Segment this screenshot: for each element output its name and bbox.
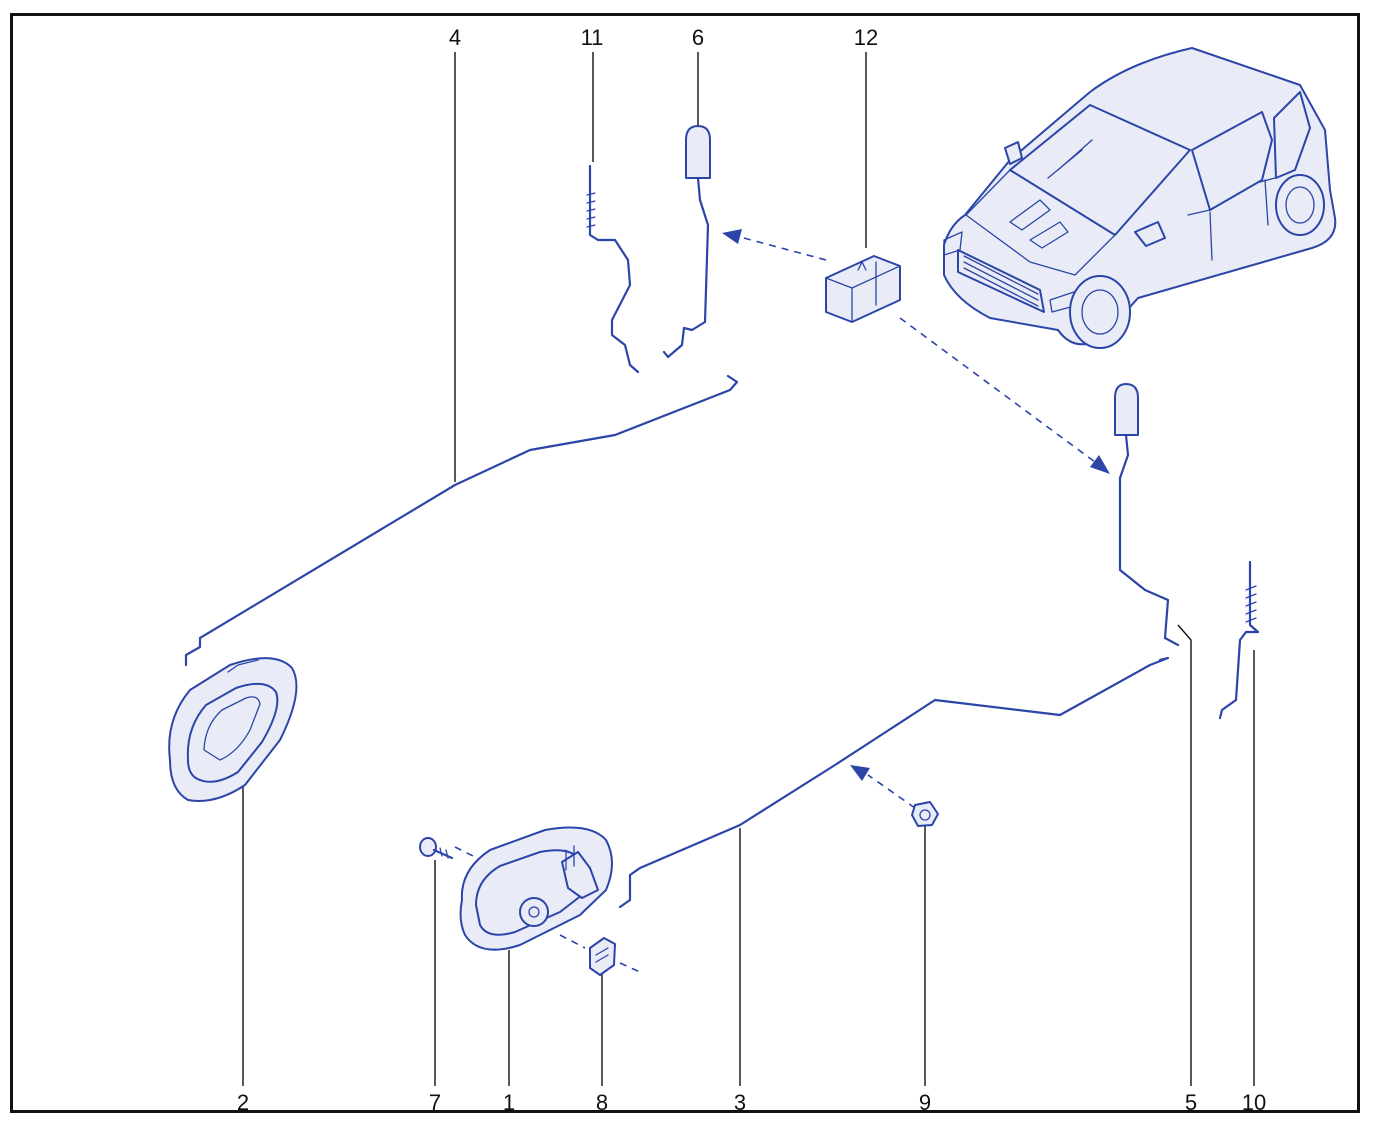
rod-part-3: [618, 656, 1170, 909]
callout-4: 4: [449, 25, 461, 50]
callout-11: 11: [581, 25, 604, 50]
callout-7: 7: [429, 1090, 441, 1115]
callout-1: 1: [503, 1090, 515, 1115]
assembly-arrows: [454, 229, 1110, 973]
callout-3: 3: [734, 1090, 746, 1115]
callout-6: 6: [692, 25, 704, 50]
diagram-frame: [10, 13, 1360, 1113]
rod-part-11: [586, 164, 640, 374]
clip-part-8: [589, 937, 616, 976]
door-handle-part-2: [168, 657, 298, 802]
clip-part-9: [911, 801, 939, 827]
lock-mechanism-part-1: [459, 826, 613, 951]
callout-5: 5: [1185, 1090, 1197, 1115]
leader-lines: [242, 52, 1255, 1086]
rod-part-5: [1114, 383, 1180, 647]
clip-part-12: [825, 255, 901, 323]
rod-part-10: [1218, 560, 1260, 720]
vehicle-illustration: [943, 47, 1337, 349]
rod-part-6: [662, 125, 711, 359]
callout-9: 9: [919, 1090, 931, 1115]
callout-2: 2: [237, 1090, 249, 1115]
callout-labels: 4 11 6 12 2 7 1 8 3 9 5 10: [237, 25, 1266, 1115]
callout-10: 10: [1242, 1090, 1266, 1115]
screw-part-7: [419, 837, 454, 860]
rod-part-4: [184, 374, 739, 667]
callout-8: 8: [596, 1090, 608, 1115]
callout-12: 12: [854, 25, 878, 50]
